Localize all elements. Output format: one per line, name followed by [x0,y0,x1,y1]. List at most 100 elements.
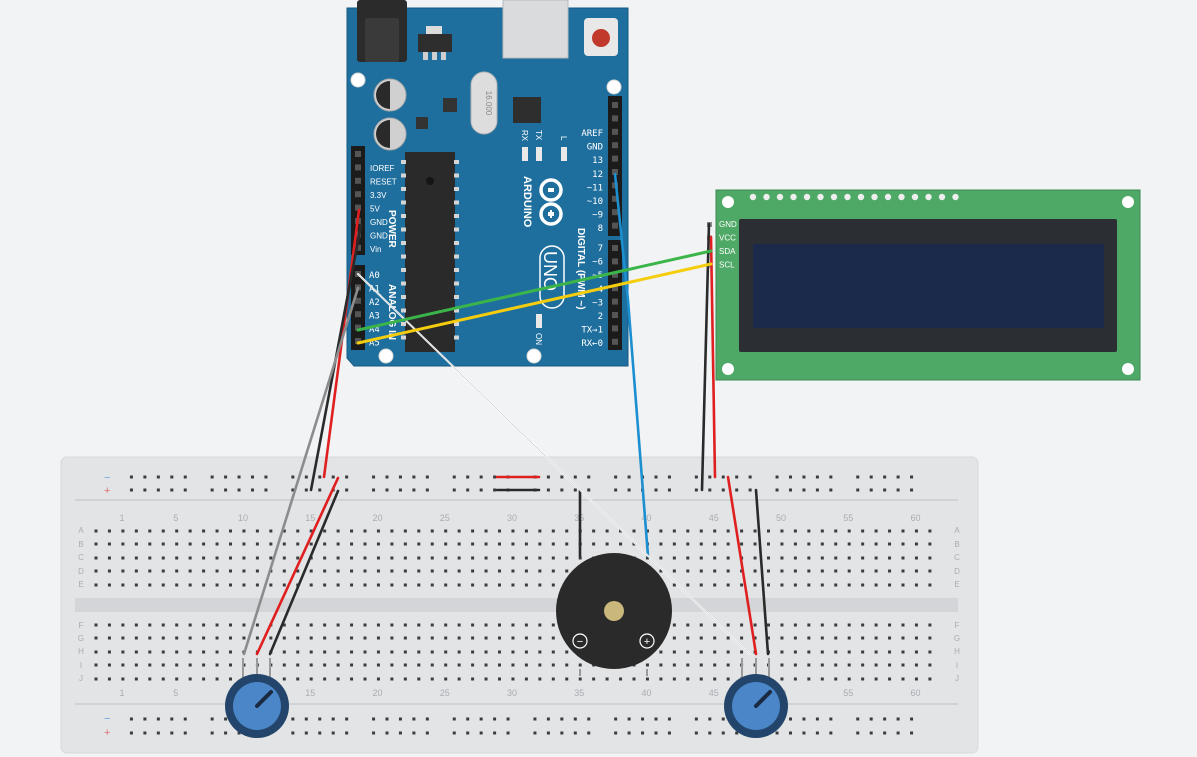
breadboard-hole[interactable] [847,529,851,533]
breadboard-hole[interactable] [107,650,111,654]
header-hole[interactable] [612,209,618,216]
breadboard-hole[interactable] [363,542,367,546]
breadboard-hole[interactable] [417,529,421,533]
rail-hole[interactable] [493,717,497,721]
breadboard-hole[interactable] [229,583,232,587]
breadboard-hole[interactable] [336,556,340,560]
breadboard-hole[interactable] [914,569,918,573]
rail-hole[interactable] [896,731,900,735]
breadboard-hole[interactable] [417,650,421,654]
breadboard-hole[interactable] [820,623,824,627]
breadboard-hole[interactable] [565,650,569,654]
breadboard-hole[interactable] [202,556,206,560]
breadboard-hole[interactable] [524,583,528,587]
breadboard-hole[interactable] [363,650,367,654]
breadboard-hole[interactable] [686,542,690,546]
rail-hole[interactable] [304,488,308,492]
breadboard-hole[interactable] [175,636,179,640]
header-hole[interactable] [355,164,361,171]
rail-hole[interactable] [398,475,402,479]
breadboard-hole[interactable] [847,569,851,573]
breadboard-hole[interactable] [847,556,851,560]
breadboard-hole[interactable] [888,569,892,573]
breadboard-hole[interactable] [417,556,421,560]
rail-hole[interactable] [345,475,349,479]
breadboard-hole[interactable] [457,529,461,533]
breadboard-hole[interactable] [740,636,744,640]
rail-hole[interactable] [789,731,792,735]
rail-hole[interactable] [815,488,819,492]
rail-hole[interactable] [627,488,631,492]
rail-hole[interactable] [210,488,214,492]
rail-hole[interactable] [627,475,631,479]
rail-hole[interactable] [318,717,322,721]
breadboard-hole[interactable] [901,556,905,560]
breadboard-hole[interactable] [403,623,407,627]
breadboard-hole[interactable] [538,556,542,560]
rail-hole[interactable] [775,488,779,492]
breadboard-hole[interactable] [255,556,259,560]
breadboard-hole[interactable] [874,529,878,533]
rail-hole[interactable] [291,731,295,735]
breadboard-hole[interactable] [498,650,501,654]
breadboard-hole[interactable] [188,677,192,681]
breadboard-hole[interactable] [188,583,192,587]
breadboard-hole[interactable] [350,556,354,560]
breadboard-hole[interactable] [659,650,663,654]
breadboard-hole[interactable] [444,583,448,587]
breadboard-hole[interactable] [242,529,246,533]
breadboard-hole[interactable] [565,556,569,560]
breadboard-hole[interactable] [107,636,111,640]
breadboard-hole[interactable] [726,529,730,533]
breadboard-hole[interactable] [874,663,878,667]
breadboard-hole[interactable] [229,663,232,667]
breadboard-hole[interactable] [632,529,636,533]
breadboard-hole[interactable] [188,542,192,546]
breadboard-hole[interactable] [888,636,892,640]
breadboard-hole[interactable] [376,636,380,640]
breadboard-hole[interactable] [928,636,932,640]
breadboard-hole[interactable] [901,650,905,654]
breadboard-hole[interactable] [229,529,232,533]
breadboard-hole[interactable] [820,677,824,681]
breadboard-hole[interactable] [551,569,555,573]
breadboard-hole[interactable] [282,636,286,640]
breadboard-hole[interactable] [713,623,717,627]
breadboard-hole[interactable] [444,677,448,681]
breadboard-hole[interactable] [215,623,219,627]
breadboard-hole[interactable] [686,556,690,560]
breadboard-hole[interactable] [363,569,367,573]
breadboard-hole[interactable] [780,663,784,667]
breadboard-hole[interactable] [282,583,286,587]
rail-hole[interactable] [829,475,833,479]
rail-hole[interactable] [466,488,470,492]
breadboard-hole[interactable] [94,529,98,533]
breadboard-hole[interactable] [659,542,663,546]
breadboard-hole[interactable] [202,677,206,681]
wire-red[interactable] [709,235,717,479]
wire-red[interactable] [255,476,340,656]
breadboard-hole[interactable] [753,636,757,640]
breadboard-hole[interactable] [834,663,838,667]
breadboard-hole[interactable] [498,623,501,627]
breadboard-hole[interactable] [350,663,354,667]
rail-hole[interactable] [385,488,389,492]
breadboard-hole[interactable] [403,542,407,546]
breadboard-hole[interactable] [94,663,98,667]
breadboard-hole[interactable] [471,636,475,640]
wire-black[interactable] [754,488,770,656]
header-hole[interactable] [355,191,361,198]
rail-hole[interactable] [533,717,537,721]
rail-hole[interactable] [224,731,228,735]
breadboard-hole[interactable] [914,542,918,546]
rail-hole[interactable] [291,717,295,721]
breadboard-hole[interactable] [309,542,313,546]
breadboard-hole[interactable] [350,529,354,533]
breadboard-hole[interactable] [511,623,515,627]
breadboard-hole[interactable] [686,569,690,573]
rail-hole[interactable] [910,731,914,735]
rail-hole[interactable] [412,488,416,492]
breadboard-hole[interactable] [780,569,784,573]
breadboard-hole[interactable] [807,650,811,654]
